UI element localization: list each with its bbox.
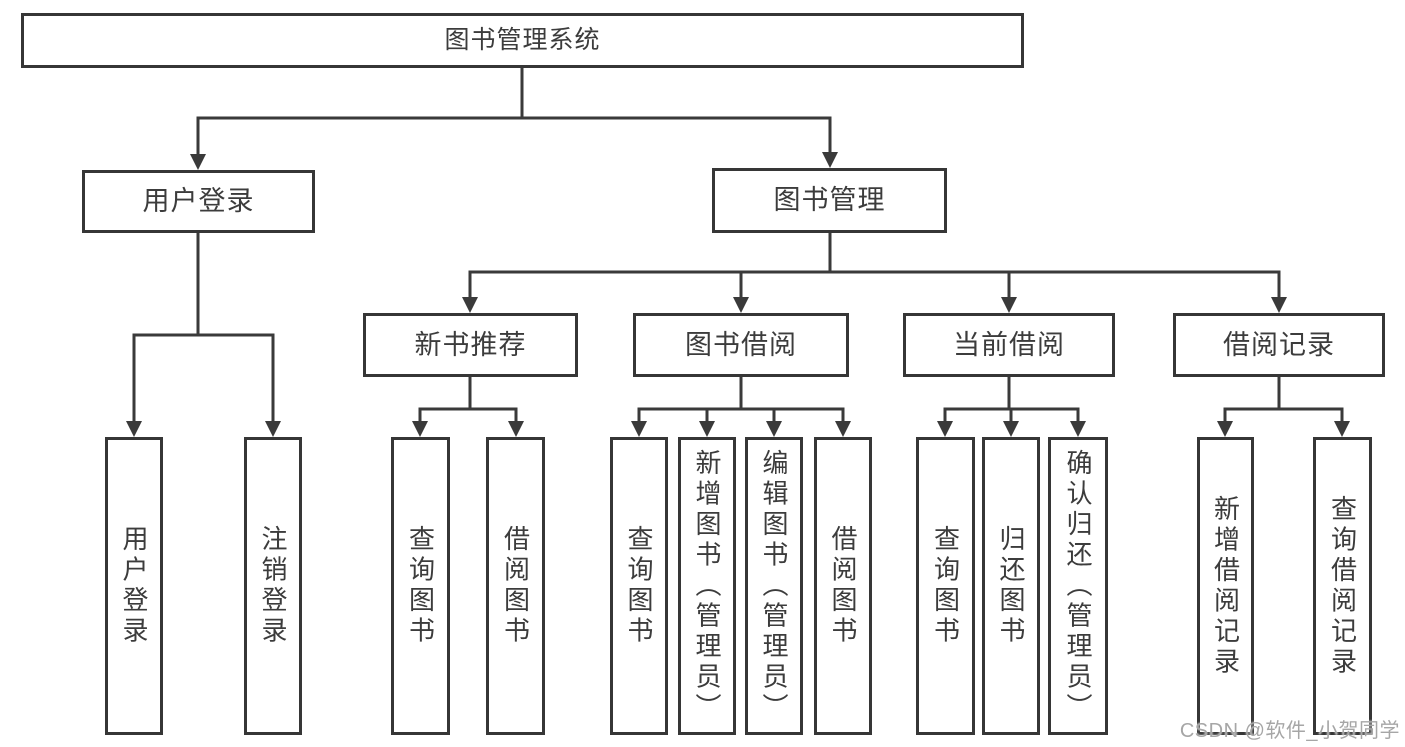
node-library-management-system: 图书管理系统 [21, 13, 1024, 68]
leaf-user-login: 用户登录 [105, 437, 163, 735]
csdn-watermark: CSDN @软件_小贺同学 [1179, 720, 1400, 742]
leaf-query-books-rec: 查询图书 [391, 437, 450, 735]
leaf-confirm-return-admin: 确认归还（管理员） [1048, 437, 1108, 735]
node-book-borrowing: 图书借阅 [633, 313, 849, 377]
leaf-query-books-borrow: 查询图书 [610, 437, 668, 735]
leaf-query-borrow-record: 查询借阅记录 [1313, 437, 1372, 735]
connector-current-borrow-children [943, 375, 1080, 425]
connector-new-book-rec-children [418, 375, 518, 425]
connector-book-borrow-children [637, 375, 845, 425]
leaf-query-books-current: 查询图书 [916, 437, 975, 735]
connector-book-mgmt-children [468, 231, 1281, 301]
node-book-management: 图书管理 [712, 168, 947, 233]
leaf-add-borrow-record: 新增借阅记录 [1197, 437, 1254, 735]
leaf-borrow-books-borrow: 借阅图书 [814, 437, 872, 735]
leaf-return-books: 归还图书 [982, 437, 1040, 735]
arrowheads [126, 152, 1350, 437]
node-current-borrowing: 当前借阅 [903, 313, 1115, 377]
connector-root-to-level2 [196, 66, 832, 158]
leaf-logout-login: 注销登录 [244, 437, 302, 735]
node-user-login-group: 用户登录 [82, 170, 315, 233]
connector-user-login-children [132, 231, 275, 425]
connector-borrow-records-children [1223, 375, 1344, 425]
leaf-borrow-books-rec: 借阅图书 [486, 437, 545, 735]
node-new-book-recommendation: 新书推荐 [363, 313, 578, 377]
leaf-add-book-admin: 新增图书（管理员） [678, 437, 736, 735]
node-borrowing-records: 借阅记录 [1173, 313, 1385, 377]
leaf-edit-book-admin: 编辑图书（管理员） [745, 437, 803, 735]
